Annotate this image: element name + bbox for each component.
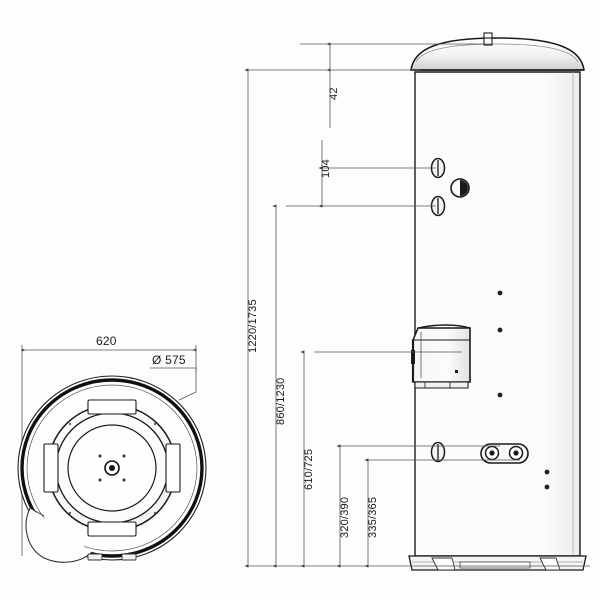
dimension-label-height-610-725: 610/725 (303, 448, 315, 490)
ring-dot-nw (68, 422, 72, 426)
sensor-points (497, 290, 550, 490)
control-box-latch (411, 350, 415, 364)
cylinder-body (414, 71, 581, 557)
elevation-dimensions (244, 42, 590, 568)
cutout-south (87, 521, 137, 537)
dimension-label-height-320-390: 320/390 (339, 496, 351, 538)
gauge-plug (450, 178, 470, 198)
plan-foot-right (121, 553, 137, 561)
cutout-west (43, 443, 59, 493)
ring-marker-dots (68, 422, 157, 515)
sensor-point-1 (497, 290, 503, 296)
outlet-shroud (25, 507, 93, 563)
dimension-label-height-1220-1735: 1220/1735 (247, 299, 259, 353)
dimension-label-width-620: 620 (96, 334, 117, 348)
ring-dot-sw (68, 511, 72, 515)
base-centre-rail (459, 561, 531, 569)
plan-foot-left (87, 553, 103, 561)
dimension-label-diameter-575: Ø 575 (152, 353, 186, 367)
cutout-east (165, 443, 181, 493)
dimension-label-height-335-365: 335/365 (367, 496, 379, 538)
cutout-north (87, 399, 137, 415)
outlet-shroud-edge (29, 507, 45, 517)
leader-575-tick (178, 391, 197, 401)
dome-cap (410, 37, 585, 71)
dimension-label-spacing-104: 104 (320, 159, 332, 178)
centre-hub-bore (109, 465, 115, 471)
sensor-point-4 (544, 469, 550, 475)
ring-dot-se (153, 511, 157, 515)
base-plinth (408, 555, 587, 571)
insulation-cutouts (43, 399, 181, 537)
control-box (411, 324, 471, 389)
dimension-label-stub-42: 42 (328, 87, 340, 100)
sensor-point-5 (544, 484, 550, 490)
plan-dimension-575 (150, 367, 197, 401)
jacket-wall-circle (20, 378, 204, 558)
hub-bolt-holes (98, 454, 126, 482)
sensor-point-3 (497, 392, 503, 398)
elevation-view (408, 32, 587, 571)
control-box-base (414, 381, 469, 389)
plan-view (17, 345, 207, 563)
dimension-label-height-860-1230: 860/1230 (275, 377, 287, 425)
control-box-indicator (455, 370, 458, 373)
bolt-hole-sw (98, 478, 102, 482)
vent-stub (483, 32, 493, 46)
plan-foot-tabs (87, 553, 137, 561)
bolt-hole-ne (122, 454, 126, 458)
twin-port-flange (480, 443, 529, 464)
bolt-hole-se (122, 478, 126, 482)
sensor-point-2 (497, 327, 503, 333)
dome-cap-highlight (415, 43, 579, 63)
lower-port (430, 441, 446, 463)
bolt-hole-nw (98, 454, 102, 458)
ring-dot-ne (153, 422, 157, 426)
